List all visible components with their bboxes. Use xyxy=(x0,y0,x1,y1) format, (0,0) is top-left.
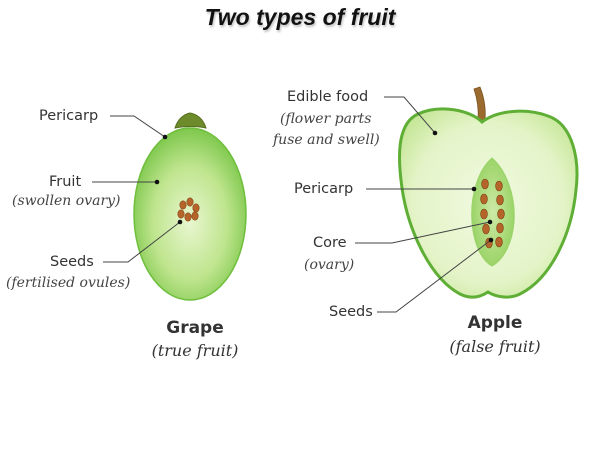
grape-stalk xyxy=(174,112,207,129)
apple-core-sub: (ovary) xyxy=(304,257,355,273)
leader-dot xyxy=(432,130,438,136)
grape-seed xyxy=(191,211,199,221)
leader-grape-pericarp xyxy=(110,115,166,138)
apple-core-label: Core xyxy=(313,235,347,251)
grape-seeds-sub: (fertilised ovules) xyxy=(6,275,131,291)
apple-seed xyxy=(496,222,504,234)
apple-edible-label: Edible food xyxy=(287,89,369,105)
apple-seeds xyxy=(480,178,505,249)
grape-pericarp-label: Pericarp xyxy=(39,108,99,124)
apple-pericarp-label: Pericarp xyxy=(294,181,354,197)
apple-seed xyxy=(496,194,504,206)
apple-seed xyxy=(497,208,505,220)
grape-seed xyxy=(192,203,200,213)
apple-seed xyxy=(482,223,490,235)
grape-seed xyxy=(186,197,194,207)
apple-seed xyxy=(480,208,488,220)
leader-dot xyxy=(488,237,494,243)
grape-caption: Grape xyxy=(166,318,224,338)
leader-lines xyxy=(92,96,494,313)
grape-fruit-sub: (swollen ovary) xyxy=(12,193,121,209)
apple-seeds-label: Seeds xyxy=(329,304,373,320)
apple-seed xyxy=(481,178,489,190)
leader-apple-core xyxy=(355,221,491,244)
leader-apple-seeds xyxy=(377,239,492,313)
leader-apple-edible xyxy=(384,96,436,134)
leader-dot xyxy=(471,186,477,192)
leader-dot xyxy=(162,134,168,140)
apple-illustration xyxy=(398,86,579,299)
apple-seed xyxy=(495,180,503,192)
grape-seeds xyxy=(177,197,200,222)
page-title: Two types of fruit xyxy=(204,4,396,30)
grape-illustration xyxy=(133,112,247,301)
grape-seed xyxy=(184,212,192,222)
apple-edible-sub-2: fuse and swell) xyxy=(273,132,380,148)
apple-caption-sub: (false fruit) xyxy=(449,337,541,356)
grape-seeds-label: Seeds xyxy=(50,254,94,270)
grape-fruit-label: Fruit xyxy=(49,174,82,190)
leader-grape-seeds xyxy=(103,221,181,263)
apple-caption: Apple xyxy=(467,313,523,333)
leader-dot xyxy=(177,219,183,225)
leader-dot xyxy=(154,179,160,185)
leader-dot xyxy=(487,219,493,225)
apple-seed xyxy=(495,236,503,248)
apple-seed xyxy=(480,193,488,205)
apple-stem xyxy=(473,86,486,121)
grape-seed xyxy=(177,209,185,219)
apple-edible-sub-1: (flower parts xyxy=(280,111,372,127)
grape-seed xyxy=(179,200,187,210)
grape-caption-sub: (true fruit) xyxy=(151,341,239,360)
